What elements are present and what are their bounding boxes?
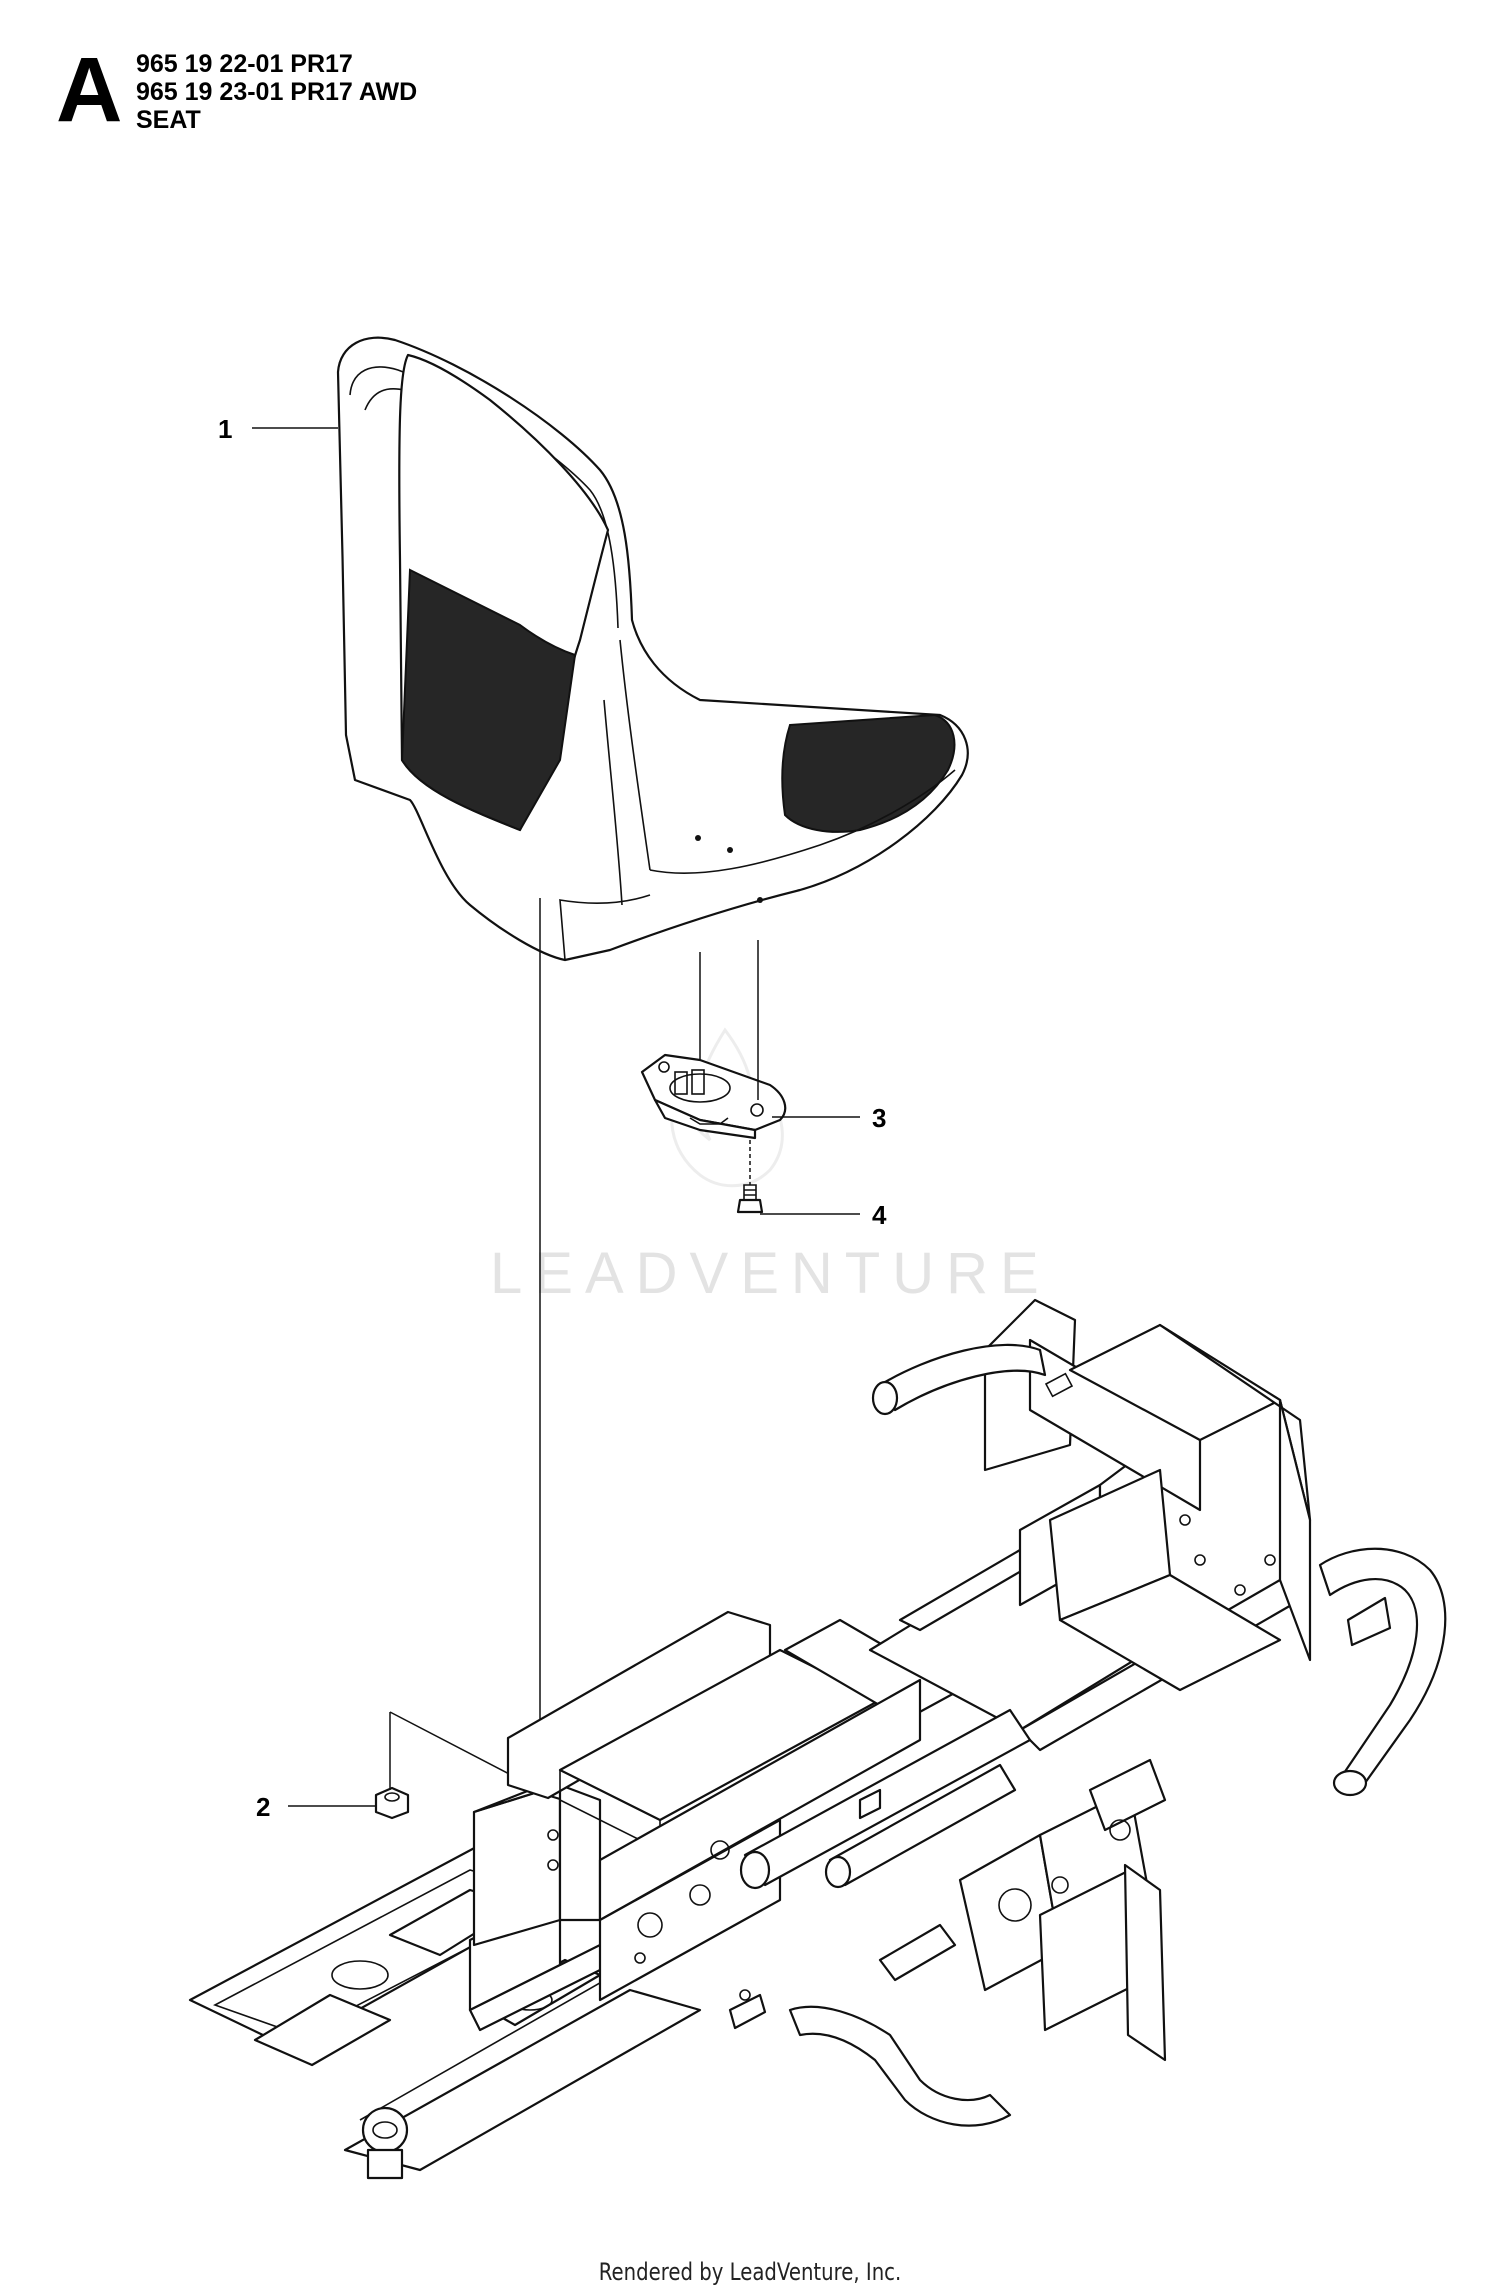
assembly-name: SEAT (136, 106, 201, 134)
footer-credit: Rendered by LeadVenture, Inc. (598, 2258, 902, 2286)
callout-2-nut[interactable]: 2 (256, 1792, 271, 1822)
callout-4-bolt[interactable]: 4 (872, 1200, 887, 1230)
seat-part[interactable] (336, 336, 969, 962)
bolt-part[interactable] (736, 1184, 764, 1214)
mower-frame-chassis (188, 1298, 1447, 2180)
part-number-line-1: 965 19 22-01 PR17 (136, 50, 353, 78)
callout-1-seat[interactable]: 1 (218, 414, 233, 444)
callout-3-bracket[interactable]: 3 (872, 1103, 887, 1133)
section-letter: A (56, 39, 123, 141)
watermark-text: LEADVENTURE (490, 1241, 1051, 1306)
nut-part[interactable] (374, 1786, 410, 1820)
seat-bracket-part[interactable] (640, 1053, 787, 1140)
part-number-line-2: 965 19 23-01 PR17 AWD (136, 78, 418, 106)
